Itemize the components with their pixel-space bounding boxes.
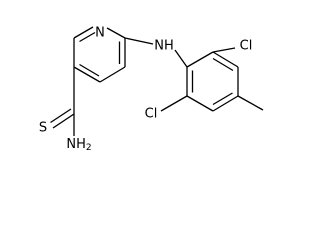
atom-label-chlorine-bottom: Cl bbox=[145, 107, 158, 122]
bond-c4-c5p-inner bbox=[212, 92, 233, 106]
bond-c4-c5p bbox=[212, 95, 239, 112]
pyridine-ring bbox=[73, 26, 126, 83]
structure-diagram: N NH Cl Cl S NH2 bbox=[39, 26, 264, 153]
amide-nh-text: NH bbox=[66, 137, 86, 152]
phenyl-ring bbox=[186, 51, 239, 112]
atom-label-pyridine-n: N bbox=[95, 26, 105, 41]
amide-subscript-2: 2 bbox=[86, 143, 92, 153]
bond-c2-nh bbox=[124, 37, 154, 45]
bond-c4-c5-inner bbox=[79, 63, 100, 77]
bond-cs-s-b bbox=[50, 108, 72, 124]
atom-label-amide-nh2: NH2 bbox=[66, 137, 91, 153]
thioamide-group bbox=[50, 67, 75, 136]
bond-c2-c3p-inner bbox=[212, 57, 234, 72]
bond-c6-n bbox=[73, 26, 94, 39]
bond-c6-cl bbox=[160, 95, 188, 112]
bond-c2-cl bbox=[212, 47, 236, 53]
bond-c5-c6p bbox=[186, 95, 214, 112]
bond-c2-c3p bbox=[212, 51, 239, 68]
atom-label-amine-nh: NH bbox=[154, 39, 174, 54]
bond-c1-c2 bbox=[186, 51, 214, 68]
atom-label-chlorine-top: Cl bbox=[240, 39, 253, 54]
bond-c3-c4 bbox=[99, 66, 126, 83]
bond-c6-n-inner bbox=[79, 31, 96, 43]
molecule-drawing: N NH Cl Cl S NH2 bbox=[39, 26, 264, 153]
bond-nh-aryl bbox=[174, 49, 188, 68]
bond-cs-s-a bbox=[52, 113, 75, 129]
amine-bridge bbox=[124, 37, 188, 68]
bond-c4-methyl bbox=[237, 95, 264, 111]
substituents bbox=[160, 47, 264, 112]
atom-label-sulfur: S bbox=[39, 121, 47, 136]
bond-c4-c5 bbox=[73, 66, 101, 83]
bond-n-c2 bbox=[106, 27, 126, 39]
